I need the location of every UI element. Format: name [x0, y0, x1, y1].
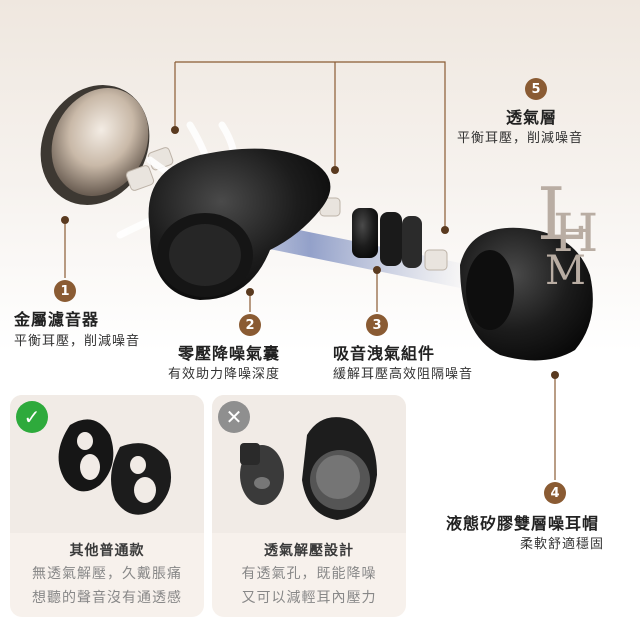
callout-desc-2: 有效助力降噪深度 [168, 367, 281, 382]
callout-dots [61, 126, 559, 379]
callout-number-5: 5 [525, 78, 547, 100]
callout-title-2: 零壓降噪氣囊 [178, 344, 281, 363]
loop-earplug-icon [58, 419, 172, 515]
sound-absorbing-stem-icon [352, 208, 422, 268]
callout-desc-5: 平衡耳壓，削減噪音 [457, 131, 584, 146]
check-badge-icon: ✓ [16, 401, 48, 433]
cross-badge-icon: ✕ [218, 401, 250, 433]
callout-lines [64, 61, 556, 480]
comparison-card-regular: ✓ 其他普通款 無透氣解壓，久戴脹痛 想聽的聲音沒有通透感 [10, 395, 204, 617]
callout-number-3: 3 [366, 314, 388, 336]
callout-title-3: 吸音洩氣組件 [333, 344, 436, 363]
silicone-ear-tip-icon [460, 227, 593, 361]
card-line-regular-1: 無透氣解壓，久戴脹痛 [32, 566, 182, 582]
card-title-regular: 其他普通款 [69, 543, 145, 559]
callout-number-1: 1 [54, 280, 76, 302]
callout-title-1: 金屬濾音器 [14, 310, 100, 329]
air-cushion-earplug-icon [148, 148, 331, 300]
card-line-vented-2: 又可以減輕耳內壓力 [241, 590, 377, 606]
callout-title-4: 液態矽膠雙層噪耳帽 [446, 514, 600, 533]
callout-desc-1: 平衡耳壓，削減噪音 [14, 334, 141, 349]
callout-number-2: 2 [239, 314, 261, 336]
brand-watermark: L H M [537, 172, 599, 294]
metal-filter-icon [40, 85, 150, 205]
comparison-card-vented: ✕ 透氣解壓設計 有透氣孔，既能降噪 又可以減輕耳內壓力 [212, 395, 406, 617]
callout-number-4: 4 [544, 482, 566, 504]
card-line-regular-2: 想聽的聲音沒有通透感 [32, 590, 182, 606]
callout-title-5: 透氣層 [506, 108, 558, 127]
callout-desc-3: 緩解耳壓高效阻隔噪音 [333, 367, 474, 382]
card-title-vented: 透氣解壓設計 [264, 543, 354, 559]
card-line-vented-1: 有透氣孔，既能降噪 [241, 566, 377, 582]
callout-desc-4: 柔軟舒適穩固 [520, 537, 605, 552]
vented-earplug-icon [240, 417, 377, 520]
